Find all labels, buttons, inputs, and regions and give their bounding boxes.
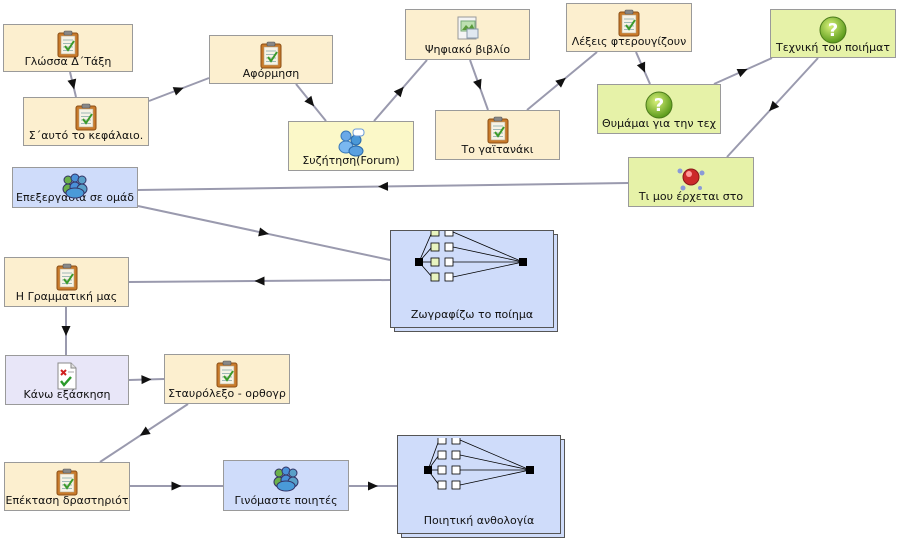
- node-lexeis[interactable]: Λέξεις φτερουγίζουν: [566, 3, 692, 52]
- node-epexergasia[interactable]: Επεξεργασία σε ομάδ: [12, 167, 138, 208]
- node-grammatiki[interactable]: Η Γραμματική μας: [4, 257, 129, 307]
- arrow-head: [769, 100, 780, 112]
- edge-n12-n13: [128, 276, 391, 286]
- node-label: Ποιητική ανθολογία: [423, 514, 535, 527]
- group-icon: [271, 466, 301, 496]
- node-poiitiki[interactable]: Ποιητική ανθολογία: [397, 435, 565, 538]
- node-epektasi[interactable]: Επέκταση δραστηριότ: [4, 462, 130, 511]
- arrow-head: [378, 181, 389, 191]
- clipboard-icon: [259, 41, 283, 73]
- clipboard-icon: [617, 9, 641, 41]
- edge-n6-n7: [526, 51, 598, 111]
- node-label: Σταυρόλεξο - ορθογρ: [168, 387, 286, 400]
- complex-activity-panel: Ζωγραφίζω το ποίημα: [390, 230, 554, 328]
- node-syzitisi[interactable]: Συζήτηση(Forum): [288, 121, 414, 171]
- node-s-auto[interactable]: Σ΄αυτό το κεφάλαιο.: [23, 97, 149, 146]
- node-ginomaste[interactable]: Γινόμαστε ποιητές: [223, 460, 349, 511]
- arrow-head: [555, 77, 566, 88]
- node-texniki[interactable]: ?Τεχνική του ποιήματ: [770, 9, 896, 58]
- node-label: Γινόμαστε ποιητές: [234, 494, 338, 507]
- node-glossa[interactable]: Γλώσσα Δ΄Τάξη: [3, 24, 133, 72]
- edge-n15-n16: [99, 403, 189, 463]
- node-label: Σ΄αυτό το κεφάλαιο.: [28, 129, 144, 142]
- clipboard-icon: [55, 263, 79, 295]
- arrow-head: [473, 78, 482, 90]
- node-label: Αφόρμηση: [242, 67, 300, 80]
- clipboard-icon: [74, 103, 98, 135]
- edge-n11-n12: [137, 205, 391, 261]
- edge-n16-n17: [130, 481, 223, 491]
- clipboard-icon: [215, 360, 239, 392]
- arrow-head: [139, 426, 151, 436]
- svg-text:?: ?: [654, 95, 664, 116]
- book-icon: [455, 15, 481, 45]
- node-label: Γλώσσα Δ΄Τάξη: [24, 55, 112, 68]
- node-label: Ψηφιακό βιβλίο: [424, 43, 511, 56]
- edge-n7-n8: [635, 51, 651, 85]
- node-label: Συζήτηση(Forum): [302, 154, 400, 167]
- brainstorm-icon: [675, 163, 707, 197]
- arrow-head: [304, 95, 315, 107]
- node-label: Θυμάμαι για την τεχ: [602, 117, 716, 130]
- clipboard-icon: [486, 116, 510, 148]
- edge-n1-n2: [67, 71, 77, 98]
- node-zografizo[interactable]: Ζωγραφίζω το ποίημα: [390, 230, 558, 332]
- arrow-head: [61, 326, 71, 336]
- node-thymamai[interactable]: ?Θυμάμαι για την τεχ: [597, 84, 721, 134]
- question-icon: ?: [644, 90, 674, 124]
- node-label: Το γαϊτανάκι: [461, 143, 534, 156]
- edge-n10-n11: [137, 181, 629, 191]
- node-label: Επέκταση δραστηριότ: [5, 494, 129, 507]
- svg-text:?: ?: [828, 20, 838, 41]
- node-ti-mou[interactable]: Τι μου έρχεται στο: [628, 157, 754, 207]
- forum-icon: [336, 127, 366, 161]
- node-gaitanaki[interactable]: Το γαϊτανάκι: [435, 110, 560, 160]
- assessment-icon: [54, 361, 80, 395]
- edge-n17-n18: [349, 481, 397, 491]
- arrow-head: [636, 61, 646, 73]
- edge-n5-n6: [469, 59, 489, 111]
- node-label: Τεχνική του ποιήματ: [776, 41, 890, 54]
- question-icon: ?: [818, 15, 848, 49]
- complex-activity-panel: Ποιητική ανθολογία: [397, 435, 561, 534]
- arrow-head: [258, 227, 269, 237]
- clipboard-icon: [55, 468, 79, 500]
- arrow-head: [393, 86, 404, 98]
- group-icon: [60, 173, 90, 203]
- branching-structure-icon: [415, 231, 527, 282]
- branching-structure-icon: [424, 438, 534, 490]
- node-label: Ζωγραφίζω το ποίημα: [410, 308, 534, 321]
- arrow-head: [736, 68, 748, 78]
- edge-n13-n14: [61, 307, 71, 355]
- arrow-head: [368, 481, 378, 491]
- edge-n9-n10: [726, 57, 819, 158]
- node-label: Τι μου έρχεται στο: [638, 190, 744, 203]
- node-stavroleko[interactable]: Σταυρόλεξο - ορθογρ: [164, 354, 290, 404]
- edge-n2-n3: [148, 77, 210, 102]
- edge-n3-n4: [295, 83, 327, 122]
- edge-n8-n9: [713, 57, 773, 85]
- node-aformisi[interactable]: Αφόρμηση: [209, 35, 333, 84]
- arrow-head: [254, 276, 265, 286]
- arrow-head: [67, 78, 77, 90]
- arrow-head: [172, 87, 184, 96]
- node-label: Λέξεις φτερουγίζουν: [571, 35, 687, 48]
- edge-n14-n15: [128, 375, 165, 385]
- arrow-head: [171, 481, 182, 491]
- arrow-head: [141, 375, 152, 385]
- edge-n4-n5: [373, 59, 428, 122]
- clipboard-icon: [56, 30, 80, 62]
- node-kano[interactable]: Κάνω εξάσκηση: [5, 355, 129, 405]
- node-label: Η Γραμματική μας: [15, 290, 118, 303]
- node-label: Κάνω εξάσκηση: [23, 388, 111, 401]
- node-psifiako[interactable]: Ψηφιακό βιβλίο: [405, 9, 530, 60]
